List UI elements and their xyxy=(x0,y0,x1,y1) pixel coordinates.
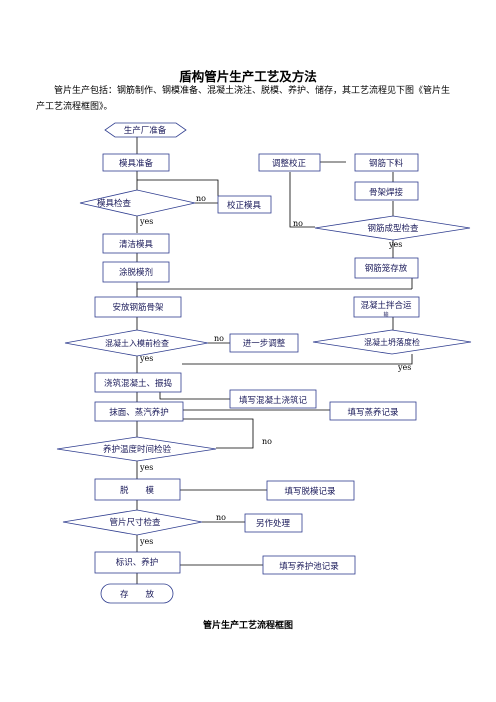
demold-record-box: 填写脱模记录 xyxy=(266,480,355,501)
svg-text:校正模具: 校正模具 xyxy=(227,200,262,211)
svg-text:标识、养护: 标识、养护 xyxy=(116,557,159,568)
figure-caption: 管片生产工艺流程框图 xyxy=(202,621,293,631)
no-label: no xyxy=(262,437,272,446)
yes-label: yes xyxy=(388,240,402,249)
svg-text:清洁模具: 清洁模具 xyxy=(119,239,154,250)
yes-label: yes xyxy=(139,537,153,546)
yes-label: yes xyxy=(139,354,153,363)
svg-text:脱 模: 脱 模 xyxy=(120,485,155,496)
intro-paragraph: 管片生产包括：钢筋制作、钢模准备、混凝土浇注、脱模、养护、储存，其工艺流程见下图… xyxy=(36,86,451,112)
svg-text:钢筋成型检查: 钢筋成型检查 xyxy=(367,223,419,234)
svg-text:抹面、蒸汽养护: 抹面、蒸汽养护 xyxy=(109,407,169,418)
svg-text:另作处理: 另作处理 xyxy=(256,518,291,529)
svg-text:混凝土拌合运: 混凝土拌合运 xyxy=(360,300,412,311)
no-label: no xyxy=(196,194,206,203)
store-node: 存 放 xyxy=(100,583,174,604)
steam-box: 抹面、蒸汽养护 xyxy=(94,401,184,422)
demold-box: 脱 模 xyxy=(94,478,181,501)
mold-prep-box: 模具准备 xyxy=(102,153,170,172)
svg-text:填写脱模记录: 填写脱模记录 xyxy=(284,486,336,497)
start-node: 生产厂准备 xyxy=(104,122,187,138)
mold-check-diamond: 模具检查 xyxy=(79,189,196,217)
further-adjust-box: 进一步调整 xyxy=(229,333,299,353)
svg-text:填写混凝土浇筑记: 填写混凝土浇筑记 xyxy=(239,395,308,406)
size-check-diamond: 管片尺寸检查 xyxy=(62,509,203,536)
no-label: no xyxy=(214,334,224,343)
svg-text:模具检查: 模具检查 xyxy=(97,198,132,209)
pre-pour-check-diamond: 混凝土入模前检查 xyxy=(64,329,209,357)
connector-lines xyxy=(136,137,413,584)
svg-text:浇筑混凝土、振捣: 浇筑混凝土、振捣 xyxy=(104,378,172,389)
rebar-cut-box: 钢筋下料 xyxy=(354,153,419,172)
no-label: no xyxy=(293,219,303,228)
branch-labels: yes no no yes no yes yes no yes no yes xyxy=(139,194,411,546)
pour-box: 浇筑混凝土、振捣 xyxy=(94,372,182,393)
yes-label: yes xyxy=(139,463,153,472)
svg-text:调整校正: 调整校正 xyxy=(272,158,307,169)
pour-record-box: 填写混凝土浇筑记 xyxy=(229,389,317,409)
svg-text:模具准备: 模具准备 xyxy=(119,158,154,169)
no-label: no xyxy=(216,513,226,522)
pool-record-box: 填写养护池记录 xyxy=(262,555,356,575)
install-cage-box: 安放钢筋骨架 xyxy=(94,296,182,318)
svg-text:填写蒸养记录: 填写蒸养记录 xyxy=(347,407,399,418)
svg-text:混凝土入模前检查: 混凝土入模前检查 xyxy=(105,338,169,348)
svg-text:进一步调整: 进一步调整 xyxy=(243,338,286,349)
frame-weld-box: 骨架焊接 xyxy=(354,181,419,201)
yes-label: yes xyxy=(397,363,411,372)
concrete-mix-box: 混凝土拌合运 输 xyxy=(353,296,420,318)
svg-text:钢筋下料: 钢筋下料 xyxy=(369,158,404,169)
other-handling-box: 另作处理 xyxy=(244,513,303,533)
release-agent-box: 涂脱模剂 xyxy=(102,261,170,283)
mark-box: 标识、养护 xyxy=(94,551,181,574)
temp-check-diamond: 养护温度时间检验 xyxy=(56,436,217,462)
svg-text:安放钢筋骨架: 安放钢筋骨架 xyxy=(112,302,164,313)
page-title: 盾构管片生产工艺及方法 xyxy=(179,69,317,84)
svg-text:养护温度时间检验: 养护温度时间检验 xyxy=(103,444,172,455)
adjust-box: 调整校正 xyxy=(258,153,321,172)
svg-text:混凝土坍落度检: 混凝土坍落度检 xyxy=(364,337,420,347)
rebar-check-diamond: 钢筋成型检查 xyxy=(314,215,471,241)
clean-mold-box: 清洁模具 xyxy=(102,233,170,254)
svg-text:骨架焊接: 骨架焊接 xyxy=(369,187,404,198)
svg-text:输: 输 xyxy=(383,311,388,318)
svg-text:钢筋笼存放: 钢筋笼存放 xyxy=(365,263,408,274)
svg-text:涂脱模剂: 涂脱模剂 xyxy=(119,267,153,278)
mold-correct-box: 校正模具 xyxy=(217,195,272,214)
svg-text:管片尺寸检查: 管片尺寸检查 xyxy=(109,517,161,528)
slump-check-diamond: 混凝土坍落度检 xyxy=(312,329,472,355)
svg-text:存 放: 存 放 xyxy=(120,589,155,600)
svg-text:填写养护池记录: 填写养护池记录 xyxy=(279,561,339,572)
cage-store-box: 钢筋笼存放 xyxy=(354,257,419,279)
yes-label: yes xyxy=(139,217,153,226)
steam-record-box: 填写蒸养记录 xyxy=(329,401,417,421)
svg-text:生产厂准备: 生产厂准备 xyxy=(124,125,167,136)
